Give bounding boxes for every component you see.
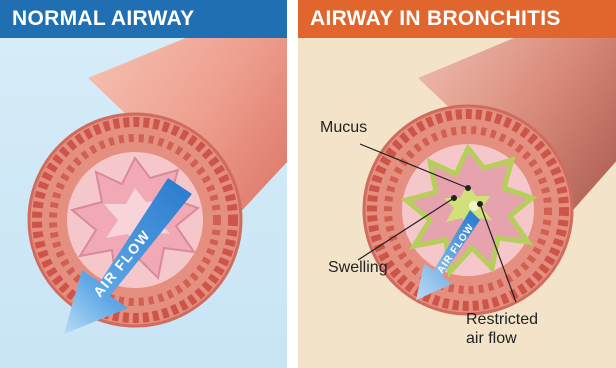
restricted-air-flow-label: Restricted air flow	[466, 310, 538, 348]
airway-cross-section	[364, 106, 572, 314]
normal-airway-title: NORMAL AIRWAY	[0, 0, 287, 38]
swelling-label: Swelling	[328, 258, 388, 277]
mucus-label: Mucus	[320, 118, 367, 137]
restricted-leader-dot	[477, 201, 483, 207]
normal-airway-drawing: AIR FLOW	[0, 38, 287, 368]
restricted-label-line1: Restricted	[466, 310, 538, 329]
bronchitis-airway-title: AIRWAY IN BRONCHITIS	[298, 0, 616, 38]
bronchitis-airway-drawing: AIR FLOW	[298, 38, 616, 368]
restricted-label-line2: air flow	[466, 329, 538, 348]
normal-airway-illustration: AIR FLOW	[0, 38, 287, 368]
normal-airway-panel: NORMAL AIRWAY	[0, 0, 287, 368]
airway-cross-section	[29, 114, 241, 326]
bronchitis-airway-panel: AIRWAY IN BRONCHITIS	[298, 0, 616, 368]
bronchitis-airway-illustration: AIR FLOW Mucus Swelling Restricted air f…	[298, 38, 616, 368]
mucus-leader-dot	[465, 185, 471, 191]
swelling-leader-dot	[451, 195, 457, 201]
